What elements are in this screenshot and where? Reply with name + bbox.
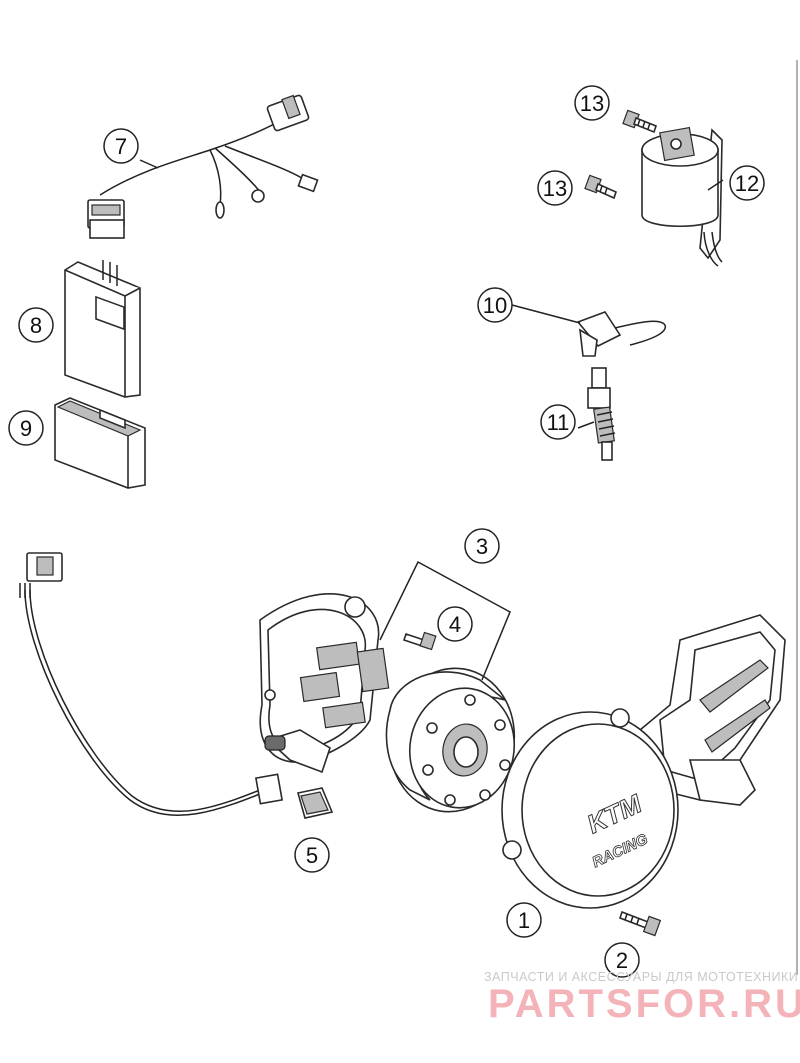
callout-13-lower: 13 — [537, 170, 573, 206]
callout-1-label: 1 — [518, 908, 530, 933]
stator-part — [19, 552, 390, 817]
callout-12: 12 — [729, 165, 765, 201]
cdi-unit-part — [64, 260, 141, 398]
watermark-tagline: ЗАПЧАСТИ И АКСЕССУАРЫ ДЛЯ МОТОТЕХНИКИ — [484, 970, 799, 984]
callout-11: 11 — [540, 404, 576, 440]
callout-2: 2 — [604, 942, 640, 978]
bolt-13-lower — [584, 174, 617, 200]
callout-8-label: 8 — [30, 313, 42, 338]
callout-4-label: 4 — [449, 612, 461, 637]
callout-3-label: 3 — [476, 534, 488, 559]
ignition-cover-part: KTM RACING — [501, 614, 786, 909]
callout-4: 4 — [437, 606, 473, 642]
callout-9: 9 — [8, 410, 44, 446]
callout-13-lower-label: 13 — [543, 176, 567, 201]
callout-1: 1 — [506, 902, 542, 938]
bolt-4-part — [402, 631, 437, 651]
cover-screw-part — [618, 910, 662, 937]
callout-10: 10 — [477, 287, 513, 323]
bolt-13-top — [622, 109, 657, 134]
callout-5-label: 5 — [306, 843, 318, 868]
leader-lines — [139, 159, 724, 429]
callout-9-label: 9 — [20, 416, 32, 441]
callout-10-label: 10 — [483, 293, 507, 318]
callout-2-label: 2 — [616, 948, 628, 973]
callout-11-label: 11 — [547, 410, 570, 435]
callout-7: 7 — [103, 128, 139, 164]
wiring-harness-part — [87, 94, 319, 239]
callout-13-top: 13 — [574, 85, 610, 121]
spark-plug-part — [587, 367, 616, 461]
seal-part-5 — [296, 787, 334, 819]
spark-plug-cap-part — [511, 304, 666, 357]
callout-3: 3 — [464, 528, 500, 564]
callout-5: 5 — [294, 837, 330, 873]
callout-8: 8 — [18, 307, 54, 343]
callout-13-top-label: 13 — [580, 91, 604, 116]
callout-12-label: 12 — [735, 171, 759, 196]
ignition-coil-part — [641, 126, 723, 267]
callout-7-label: 7 — [115, 134, 127, 159]
rotor-part — [379, 560, 516, 813]
cdi-holder-part — [54, 397, 146, 489]
watermark-site-logo: PARTSFOR.RU — [488, 982, 800, 1026]
